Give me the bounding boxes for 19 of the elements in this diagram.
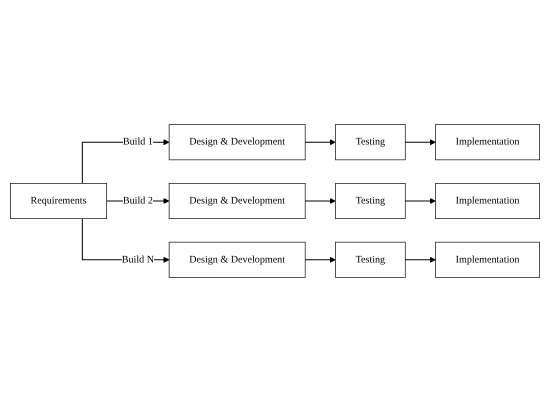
edge-label: Build 2 (122, 195, 153, 206)
node-box: Design & Development (168, 183, 306, 219)
node-box: Testing (335, 124, 406, 160)
arrow (404, 256, 436, 263)
edge-label: Build 1 (122, 136, 153, 148)
node-box: Testing (335, 183, 406, 219)
arrow (404, 139, 436, 146)
arrow (304, 139, 336, 146)
node-box: Implementation (435, 124, 540, 160)
node-box: Requirements (10, 183, 108, 219)
arrow (404, 198, 436, 204)
edge-label: Build N (122, 254, 154, 265)
node-box: Testing (335, 242, 406, 278)
node-box: Design & Development (168, 124, 306, 160)
node-box: Design & Development (168, 242, 306, 278)
node-box: Implementation (435, 183, 540, 219)
arrow (304, 256, 336, 263)
node-box: Implementation (435, 242, 540, 278)
arrow (304, 198, 336, 204)
